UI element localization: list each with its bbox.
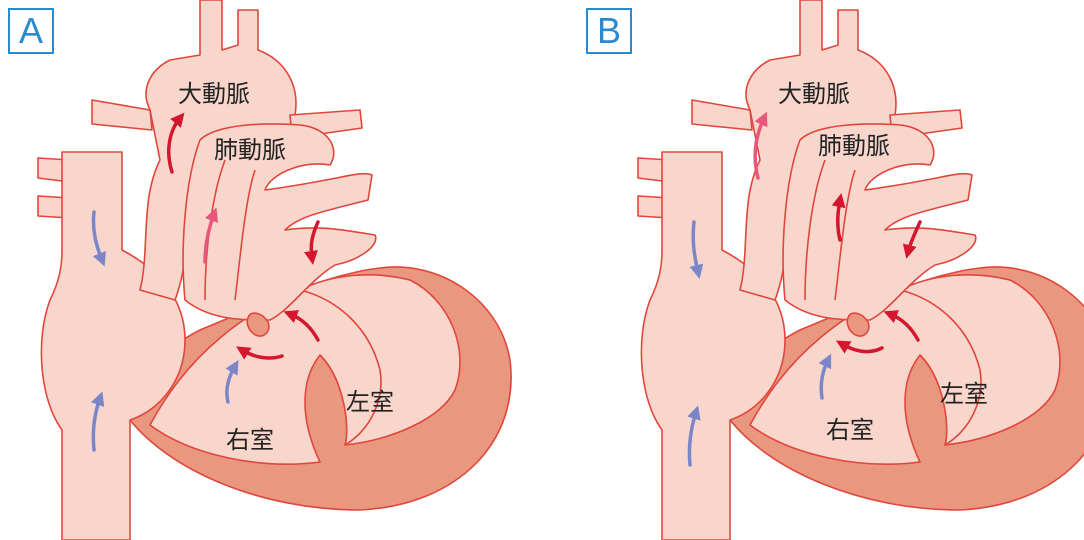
- arrow-pv-a: [304, 220, 320, 265]
- label-left-ventricle: 左室: [940, 380, 988, 408]
- label-right-ventricle: 右室: [826, 416, 874, 444]
- arrow-pulmonary-a: [203, 207, 219, 264]
- label-right-ventricle: 右室: [226, 426, 274, 454]
- arrow-pv-b: [902, 220, 922, 259]
- arrow-ivc-b: [687, 405, 701, 467]
- arrow-rv-b: [818, 353, 832, 400]
- panel-a: A 大動脈 肺動脈 右室 左室: [8, 0, 512, 540]
- panel-badge: A: [8, 8, 54, 54]
- arrow-svc-a: [91, 210, 106, 267]
- panel-badge: B: [586, 8, 632, 54]
- arrow-aorta-b: [753, 111, 768, 180]
- heart-diagram-b: [637, 0, 1084, 540]
- label-pulmonary-artery: 肺動脈: [214, 136, 286, 164]
- label-pulmonary-artery: 肺動脈: [818, 132, 890, 160]
- arrow-aorta-a: [167, 112, 185, 174]
- panel-b: B 大動脈 肺動脈 右室 左室: [586, 0, 1084, 540]
- arrow-lv-b: [883, 310, 920, 342]
- arrow-vsd-b: [835, 340, 884, 354]
- arrow-lv-a: [283, 310, 320, 342]
- arrow-ivc-a: [91, 391, 105, 452]
- label-aorta: 大動脈: [178, 80, 250, 108]
- heart-diagram-a: [37, 0, 512, 540]
- arrow-rv-a: [225, 359, 239, 404]
- label-aorta: 大動脈: [778, 80, 850, 108]
- arrow-svc-b: [689, 220, 704, 279]
- arrow-vsd-a: [236, 346, 284, 360]
- label-left-ventricle: 左室: [346, 388, 394, 416]
- arrow-pulmonary-b: [831, 193, 846, 242]
